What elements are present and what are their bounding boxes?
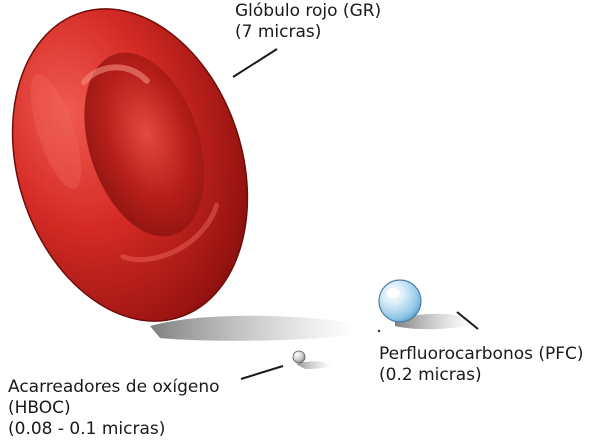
- hboc-particle: [292, 350, 306, 364]
- hboc-leader-line: [240, 365, 284, 380]
- rbc-label-name: Glóbulo rojo (GR): [235, 1, 382, 21]
- pfc-shadow: [395, 313, 471, 330]
- pfc-droplet: [378, 279, 422, 323]
- hboc-shadow: [296, 361, 332, 369]
- rbc-label-size: (7 micras): [235, 22, 322, 42]
- hboc-label-size: (0.08 - 0.1 micras): [8, 419, 166, 439]
- rbc-leader-line: [232, 48, 278, 78]
- pfc-label-name: Perfluorocarbonos (PFC): [379, 344, 584, 364]
- rbc-label: Glóbulo rojo (GR) (7 micras): [235, 1, 381, 43]
- pfc-leader-line: [456, 311, 479, 330]
- pfc-label-size: (0.2 micras): [379, 365, 482, 385]
- rbc-shadow: [150, 315, 357, 341]
- rbc-dimple: [84, 52, 205, 237]
- hboc-label: Acarreadores de oxígeno (HBOC) (0.08 - 0…: [8, 377, 220, 440]
- hboc-label-abbr: (HBOC): [8, 398, 71, 418]
- hboc-label-name: Acarreadores de oxígeno: [8, 377, 220, 397]
- pfc-label: Perfluorocarbonos (PFC) (0.2 micras): [379, 344, 584, 386]
- red-blood-cell: [11, 8, 249, 322]
